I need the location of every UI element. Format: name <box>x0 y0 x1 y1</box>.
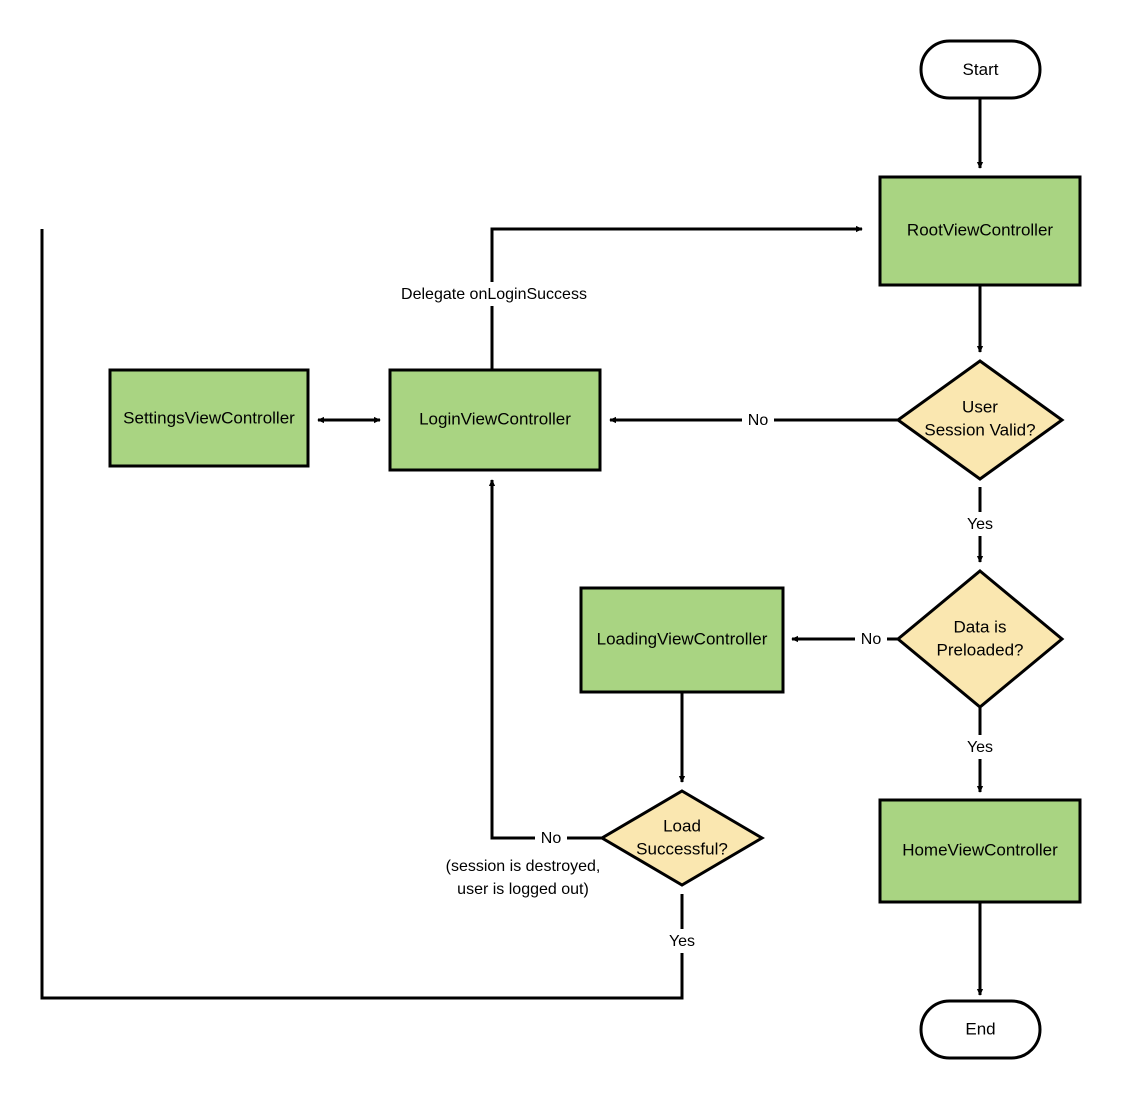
edge-label-backdrop <box>962 735 998 759</box>
node-end-shape[interactable] <box>919 999 1042 1060</box>
node-loginviewcontroller-shape[interactable] <box>388 368 602 472</box>
edge-label-backdrop <box>962 512 998 536</box>
edge-label-loadok-no: No <box>541 830 562 847</box>
node-start-shape[interactable] <box>919 39 1042 100</box>
node-load-successful-shape[interactable] <box>599 789 765 887</box>
annotation-logout-note: (session is destroyed, user is logged ou… <box>446 858 601 898</box>
edge-label-preloaded-no: No <box>861 631 882 648</box>
node-settingsviewcontroller-label: SettingsViewController <box>123 408 295 427</box>
node-data-is-preloaded-label-line2: Preloaded? <box>937 640 1024 659</box>
node-loginviewcontroller-label: LoginViewController <box>419 409 571 428</box>
node-loadingviewcontroller[interactable]: LoadingViewController <box>579 586 785 694</box>
node-load-successful-label-line1: Load <box>663 816 701 835</box>
annotation-line-2: user is logged out) <box>457 881 589 898</box>
edge-label-loadok-yes: Yes <box>669 933 695 950</box>
edge-label-session-yes: Yes <box>967 516 993 533</box>
node-rootviewcontroller-shape[interactable] <box>878 175 1082 287</box>
edge-label-backdrop <box>388 282 600 306</box>
node-data-is-preloaded-shape[interactable] <box>895 569 1065 709</box>
node-loginviewcontroller[interactable]: LoginViewController <box>388 368 602 472</box>
edge-loadok-to-login: No <box>488 479 602 850</box>
node-data-is-preloaded[interactable]: Data is Preloaded? <box>895 569 1065 709</box>
node-user-session-valid-label-line2: Session Valid? <box>924 420 1035 439</box>
edge-label-backdrop <box>664 929 700 953</box>
node-user-session-valid-shape[interactable] <box>895 359 1065 481</box>
edge-login-to-root: Delegate onLoginSuccess <box>388 225 863 370</box>
edge-label-session-no: No <box>748 412 769 429</box>
node-load-successful-label-line2: Successful? <box>636 839 728 858</box>
edge-session-to-preloaded: Yes <box>962 487 998 563</box>
edge-preloaded-to-home: Yes <box>962 697 998 793</box>
node-rootviewcontroller-label: RootViewController <box>907 220 1053 239</box>
node-start[interactable]: Start <box>919 39 1042 100</box>
node-end-label: End <box>965 1019 995 1038</box>
node-homeviewcontroller-shape[interactable] <box>878 798 1082 904</box>
edge-label-backdrop <box>535 826 567 850</box>
edge-label-backdrop <box>855 627 887 651</box>
edge-session-to-login: No <box>609 408 898 432</box>
node-data-is-preloaded-label-line1: Data is <box>954 617 1007 636</box>
annotation-line-1: (session is destroyed, <box>446 858 601 875</box>
edge-label-preloaded-yes: Yes <box>967 739 993 756</box>
node-settingsviewcontroller-shape[interactable] <box>108 368 310 468</box>
node-homeviewcontroller[interactable]: HomeViewController <box>878 798 1082 904</box>
node-settingsviewcontroller[interactable]: SettingsViewController <box>108 368 310 468</box>
node-end[interactable]: End <box>919 999 1042 1060</box>
node-rootviewcontroller[interactable]: RootViewController <box>878 175 1082 287</box>
node-loadingviewcontroller-label: LoadingViewController <box>597 629 768 648</box>
edge-label-backdrop <box>742 408 774 432</box>
edge-loadok-to-root: Yes <box>40 229 700 1000</box>
node-start-label: Start <box>963 60 999 79</box>
node-loadingviewcontroller-shape[interactable] <box>579 586 785 694</box>
node-load-successful[interactable]: Load Successful? <box>599 789 765 887</box>
node-homeviewcontroller-label: HomeViewController <box>902 840 1058 859</box>
node-user-session-valid[interactable]: User Session Valid? <box>895 359 1065 481</box>
edge-preloaded-to-loading: No <box>791 627 898 651</box>
edge-label-delegate-onloginsuccess: Delegate onLoginSuccess <box>401 286 587 303</box>
node-user-session-valid-label-line1: User <box>962 397 998 416</box>
